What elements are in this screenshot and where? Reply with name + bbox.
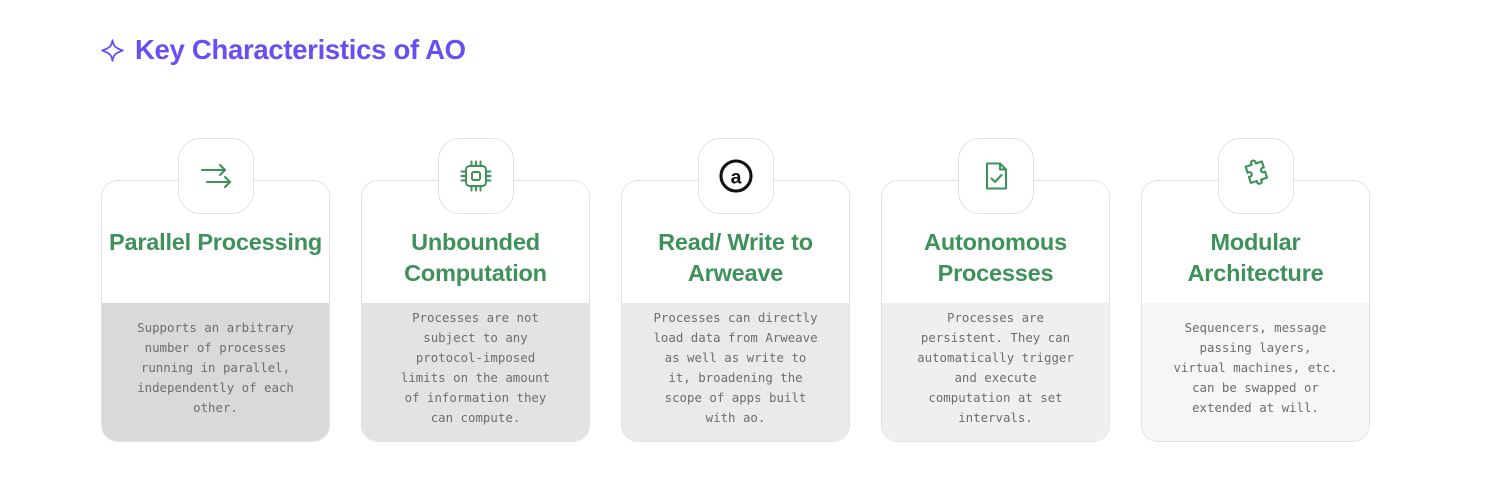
card-surface: Modular Architecture Sequencers, message… [1141,180,1370,442]
card-title: Modular Architecture [1187,229,1324,287]
puzzle-piece-icon [1217,138,1294,214]
card-surface: Autonomous Processes Processes are persi… [881,180,1110,442]
card-body: Processes can directly load data from Ar… [622,303,849,441]
characteristic-card-autonomous-processes[interactable]: Autonomous Processes Processes are persi… [881,138,1110,442]
card-surface: Unbounded Computation Processes are not … [361,180,590,442]
cpu-chip-icon [437,138,514,214]
card-description: Processes are persistent. They can autom… [917,310,1074,425]
card-title: Read/ Write to Arweave [658,229,813,287]
card-title: Autonomous Processes [924,229,1067,287]
section-header: Key Characteristics of AO [101,36,466,64]
characteristic-card-parallel-processing[interactable]: Parallel Processing Supports an arbitrar… [101,138,330,442]
file-check-icon [957,138,1034,214]
card-surface: Parallel Processing Supports an arbitrar… [101,180,330,442]
card-top: Unbounded Computation [362,181,589,303]
card-body: Processes are not subject to any protoco… [362,303,589,441]
card-surface: Read/ Write to Arweave Processes can dir… [621,180,850,442]
card-description: Processes are not subject to any protoco… [400,310,551,425]
card-title: Parallel Processing [108,229,323,255]
characteristic-card-modular-architecture[interactable]: Modular Architecture Sequencers, message… [1141,138,1370,442]
card-body: Supports an arbitrary number of processe… [102,303,329,441]
card-body: Sequencers, message passing layers, virt… [1142,303,1369,441]
characteristics-card-row: Parallel Processing Supports an arbitrar… [101,138,1370,442]
card-title: Unbounded Computation [404,229,547,287]
card-description: Processes can directly load data from Ar… [653,310,818,425]
sparkle-icon [101,37,124,63]
svg-text:a: a [730,166,741,188]
page-title: Key Characteristics of AO [135,34,466,65]
card-description: Supports an arbitrary number of processe… [137,320,294,415]
arweave-logo-icon: a [697,138,774,214]
characteristic-card-unbounded-computation[interactable]: Unbounded Computation Processes are not … [361,138,590,442]
card-description: Sequencers, message passing layers, virt… [1173,320,1338,415]
characteristic-card-read-write-arweave[interactable]: a Read/ Write to Arweave Processes can d… [621,138,850,442]
card-body: Processes are persistent. They can autom… [882,303,1109,441]
parallel-arrows-icon [177,138,254,214]
